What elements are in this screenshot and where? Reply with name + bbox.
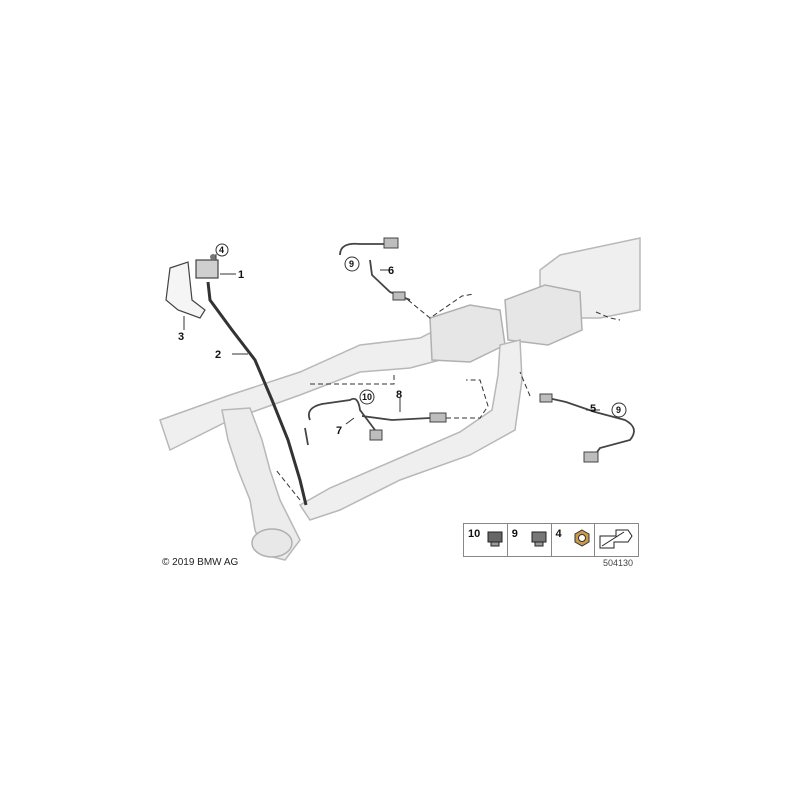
label-part-3: 3: [178, 331, 184, 343]
legend-item-number: 4: [555, 528, 562, 540]
sensor-connector-part-5: [583, 451, 599, 463]
circle-part-9b: [611, 402, 627, 418]
label-part-7: 7: [336, 425, 342, 437]
down-pipe: [221, 407, 301, 561]
pipe-flange: [251, 528, 293, 558]
label-part-8: 8: [396, 389, 402, 401]
sensor-probe-part-5: [539, 393, 553, 403]
sensor-cable-part-8: [361, 415, 431, 421]
catalyst-left: [429, 304, 506, 363]
legend-item: [595, 524, 638, 556]
label-part-9b: 9: [616, 405, 621, 415]
hose-part-2: [206, 281, 308, 506]
label-part-1: 1: [238, 269, 244, 281]
sensor-connector-part-7: [369, 429, 383, 441]
dashed-reference-lines: [275, 293, 621, 501]
legend-item: 4: [552, 524, 596, 556]
sensor-cable-part-7: [304, 397, 376, 446]
legend-item: 10: [464, 524, 508, 556]
cable-clip-icon: [487, 531, 503, 547]
document-id: 504130: [603, 558, 634, 568]
label-part-6: 6: [388, 265, 394, 277]
arrow-direction-icon: [599, 529, 633, 549]
label-part-10: 10: [362, 392, 372, 402]
sensor-connector-part-6: [383, 237, 399, 249]
bracket-part-3: [165, 261, 206, 319]
leader-lines: [183, 254, 600, 425]
catalyst-right: [504, 284, 583, 346]
circle-part-10: [359, 389, 375, 405]
copyright-text: © 2019 BMW AG: [162, 557, 239, 568]
legend-item-number: 10: [468, 528, 481, 540]
legend-box: 10 9 4: [463, 523, 639, 557]
y-pipe: [298, 339, 523, 521]
circle-part-4: [215, 243, 229, 257]
circle-part-9a: [344, 256, 360, 272]
legend-item: 9: [508, 524, 552, 556]
pressure-sensor-part-1: [195, 259, 219, 279]
label-part-2: 2: [215, 349, 221, 361]
sensor-probe-part-8: [429, 412, 447, 423]
cable-clip-icon: [531, 531, 546, 547]
legend-item-number: 9: [511, 528, 518, 540]
sensor-cable-part-5: [547, 397, 635, 456]
label-part-5: 5: [590, 403, 596, 415]
nut-part-4: [210, 254, 216, 260]
label-part-4: 4: [219, 245, 224, 255]
hex-nut-icon: [574, 529, 590, 547]
sensor-probe-part-6: [392, 291, 406, 301]
label-part-9a: 9: [349, 259, 354, 269]
